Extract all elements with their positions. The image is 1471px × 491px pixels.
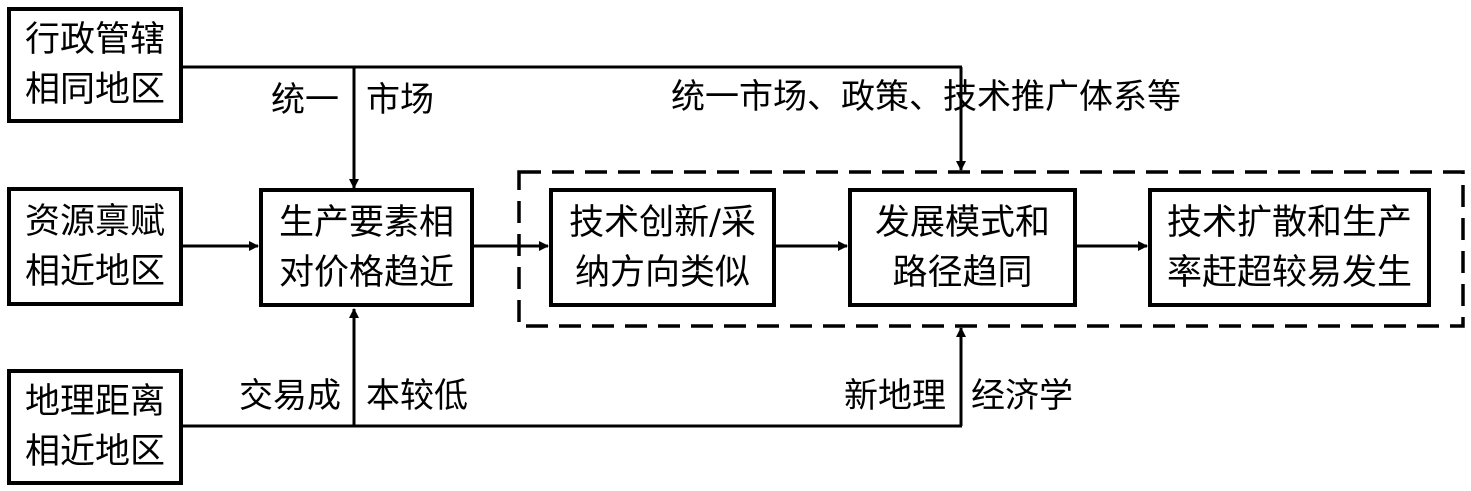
box-price-line1: 生产要素相 bbox=[278, 202, 454, 243]
box-innovation-line2: 纳方向类似 bbox=[574, 252, 750, 293]
label-policy-system: 统一市场、政策、技术推广体系等 bbox=[671, 77, 1181, 117]
box-mode-line1: 发展模式和 bbox=[874, 202, 1050, 243]
box-diffusion-line1: 技术扩散和生产 bbox=[1166, 202, 1412, 243]
box-resource-line1: 资源禀赋 bbox=[24, 201, 165, 242]
dashed-group-border bbox=[517, 170, 1465, 328]
box-mode-line2: 路径趋同 bbox=[892, 252, 1033, 293]
box-development-mode: 发展模式和 路径趋同 bbox=[848, 188, 1077, 307]
box-admin-line1: 行政管辖 bbox=[24, 20, 165, 60]
label-trade-cost-right: 本较低 bbox=[366, 376, 468, 416]
label-trade-cost-left: 交易成 bbox=[239, 376, 341, 416]
box-price-line2: 对价格趋近 bbox=[278, 252, 454, 293]
label-neg-left: 新地理 bbox=[844, 376, 946, 416]
label-market: 市场 bbox=[366, 80, 434, 120]
label-unified: 统一 bbox=[271, 80, 339, 120]
box-diffusion-line2: 率赶超较易发生 bbox=[1166, 252, 1412, 293]
box-geo-region: 地理距离 相近地区 bbox=[7, 369, 183, 485]
box-resource-region: 资源禀赋 相近地区 bbox=[7, 187, 183, 306]
box-tech-diffusion: 技术扩散和生产 率赶超较易发生 bbox=[1148, 188, 1431, 307]
box-resource-line2: 相近地区 bbox=[24, 251, 165, 292]
box-innovation-line1: 技术创新/采 bbox=[569, 202, 756, 243]
box-price-convergence: 生产要素相 对价格趋近 bbox=[259, 188, 474, 307]
box-admin-region: 行政管辖 相同地区 bbox=[7, 7, 183, 123]
box-admin-line2: 相同地区 bbox=[24, 70, 165, 110]
box-innovation: 技术创新/采 纳方向类似 bbox=[549, 188, 776, 307]
box-geo-line1: 地理距离 bbox=[24, 382, 165, 422]
box-geo-line2: 相近地区 bbox=[24, 432, 165, 472]
label-neg-right: 经济学 bbox=[971, 376, 1073, 416]
